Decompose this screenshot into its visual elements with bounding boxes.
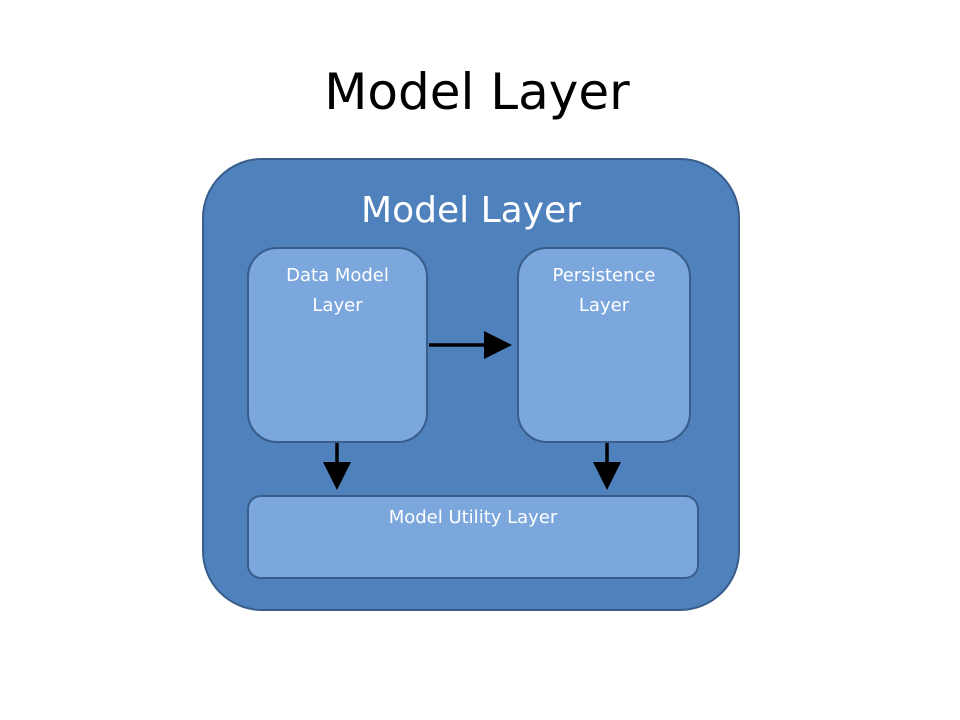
model-utility-layer-label: Model Utility Layer: [388, 507, 558, 528]
data-model-layer-label: Data Model Layer: [286, 265, 389, 316]
container-label: Model Layer: [361, 190, 581, 231]
persistence-layer-box: Persistence Layer: [517, 247, 691, 443]
model-utility-layer-box: Model Utility Layer: [247, 495, 699, 579]
persistence-layer-label: Persistence Layer: [552, 265, 656, 316]
data-model-layer-box: Data Model Layer: [247, 247, 428, 443]
slide-title: Model Layer: [324, 63, 630, 121]
